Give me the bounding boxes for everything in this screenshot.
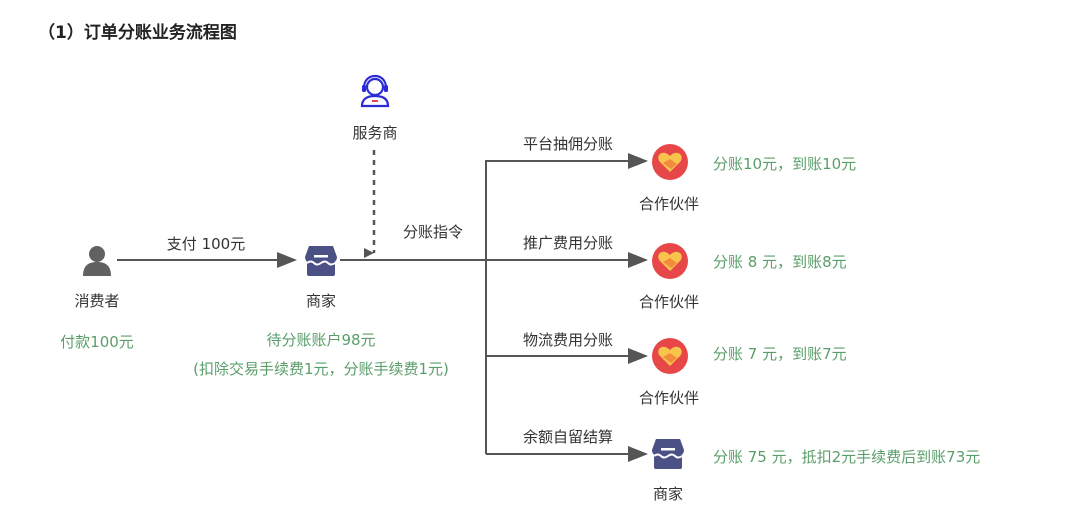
node-partner-1-label: 合作伙伴 — [638, 195, 700, 213]
node-merchant-label: 商家 — [305, 292, 337, 310]
edge-branch-label-3: 物流费用分账 — [522, 331, 614, 349]
node-partner-1-note: 分账10元，到账10元 — [713, 155, 857, 173]
node-partner-3-note: 分账 7 元，到账7元 — [713, 345, 847, 363]
store-icon — [305, 246, 337, 276]
user-icon — [83, 246, 111, 276]
edge-branch-label-4: 余额自留结算 — [522, 428, 614, 446]
node-consumer-note: 付款100元 — [60, 333, 134, 351]
handshake-heart-icon — [652, 144, 688, 180]
node-merchant-note-detail: (扣除交易手续费1元，分账手续费1元) — [193, 360, 449, 378]
handshake-heart-icon — [652, 338, 688, 374]
node-merchant-note: 待分账账户98元 — [266, 331, 376, 349]
node-partner-2-label: 合作伙伴 — [638, 293, 700, 311]
handshake-heart-icon — [652, 243, 688, 279]
edge-split-instruction-label: 分账指令 — [402, 223, 464, 241]
node-consumer-label: 消费者 — [74, 292, 120, 310]
node-service-provider-label: 服务商 — [352, 124, 398, 142]
node-merchant-self-note: 分账 75 元，抵扣2元手续费后到账73元 — [713, 448, 981, 466]
page-title: （1）订单分账业务流程图 — [38, 23, 237, 43]
edge-branch-label-2: 推广费用分账 — [522, 234, 614, 252]
node-partner-2-note: 分账 8 元，到账8元 — [713, 253, 847, 271]
headset-agent-icon — [360, 74, 390, 108]
node-merchant-self-label: 商家 — [652, 485, 684, 503]
store-icon — [652, 439, 684, 469]
edge-service-arrowhead — [364, 248, 374, 258]
edge-pay-label: 支付 100元 — [166, 235, 246, 253]
edge-branch-label-1: 平台抽佣分账 — [522, 135, 614, 153]
node-partner-3-label: 合作伙伴 — [638, 389, 700, 407]
